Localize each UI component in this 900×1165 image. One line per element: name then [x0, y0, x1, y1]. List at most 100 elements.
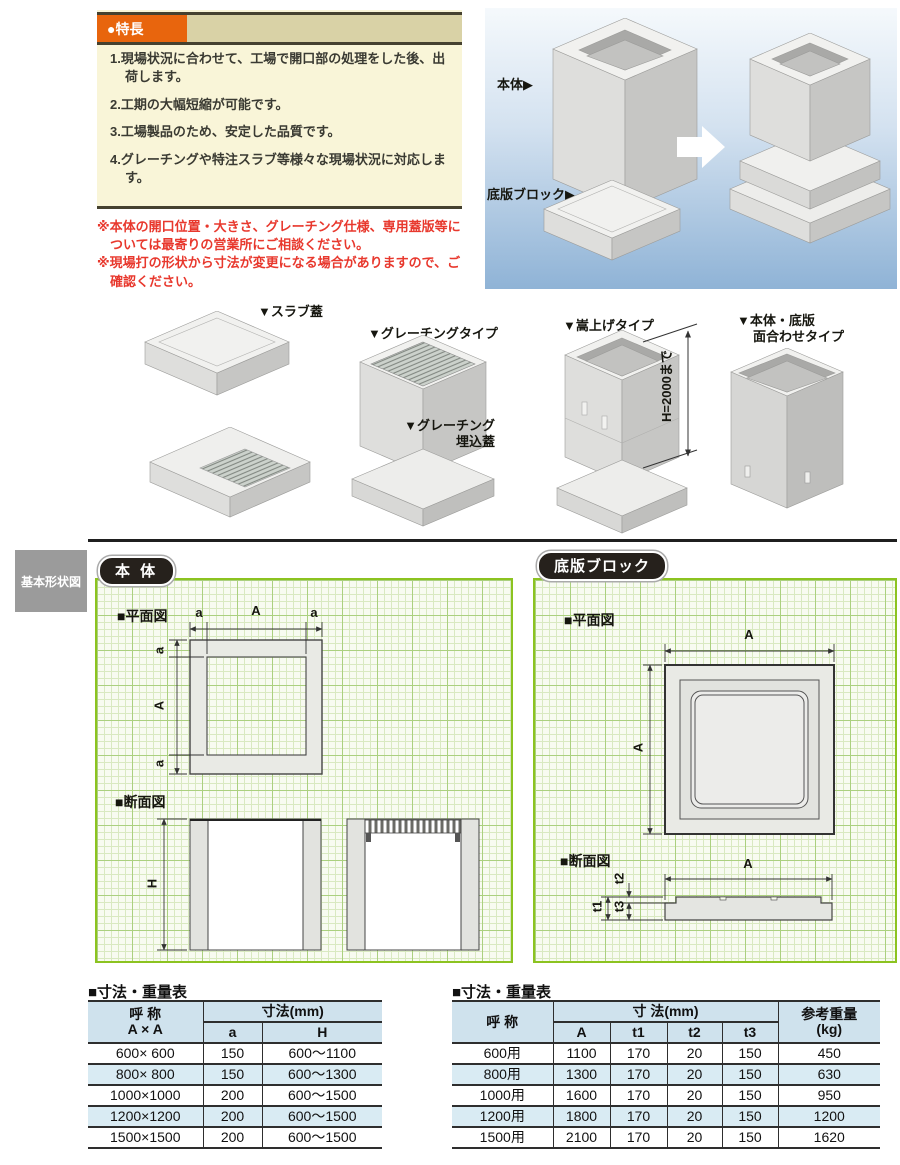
variant-flush-illustration: [730, 348, 844, 509]
dim-label-a: a: [195, 605, 203, 620]
hero-panel: 本体▶ 底版ブロック▶: [485, 8, 897, 289]
cell-t3: 150: [721, 1063, 779, 1086]
cell-A: 2100: [552, 1126, 611, 1149]
table-row: 800用 1300 170 20 150 630: [452, 1063, 880, 1086]
cell-name: 800用: [452, 1063, 554, 1086]
hero-body-label: 本体▶: [497, 77, 533, 92]
dim-label-A: A: [251, 603, 261, 618]
raised-height-label: H=2000まで: [659, 350, 674, 422]
cell-a: 200: [202, 1126, 263, 1149]
panel-base-diagram: [601, 644, 835, 921]
cell-weight: 1620: [777, 1126, 880, 1149]
panel-base-title-pill: 底版ブロック: [537, 551, 668, 581]
col-header-t2: t2: [666, 1021, 723, 1044]
variant-grating-type-label: ▼グレーチングタイプ: [368, 326, 498, 341]
cell-a: 150: [202, 1063, 263, 1086]
note-line: ※現場打の形状から寸法が変更になる場合がありますので、ご確認ください。: [97, 255, 461, 289]
cell-A: 1600: [552, 1084, 611, 1107]
cell-H: 600〜1500: [261, 1084, 382, 1107]
col-header-a: a: [202, 1021, 263, 1044]
feature-item: 4.グレーチングや特注スラブ等様々な現場状況に対応します。: [110, 151, 446, 186]
col-header-name: 呼 称: [452, 1000, 554, 1044]
cell-t3: 150: [721, 1084, 779, 1107]
cell-weight: 1200: [777, 1105, 880, 1128]
variant-grating-embedded-label: ▼グレーチング: [404, 418, 495, 433]
cell-t2: 20: [666, 1126, 723, 1149]
dim-label-A: A: [151, 700, 167, 711]
feature-item: 3.工場製品のため、安定した品質です。: [110, 124, 341, 140]
cell-H: 600〜1300: [261, 1063, 382, 1086]
cell-a: 200: [202, 1084, 263, 1107]
dim-label-a: a: [151, 759, 167, 768]
variant-grating-type-illustration: [351, 335, 495, 527]
col-header-dim: 寸 法(mm): [552, 1000, 779, 1023]
cell-name: 1500×1500: [88, 1126, 204, 1149]
dimension-table-body: ■寸法・重量表 呼 称 A × A 寸法(mm) a H 600× 600 15…: [88, 981, 382, 1149]
variant-slab-cover-label: ▼スラブ蓋: [258, 304, 323, 319]
cell-t1: 170: [609, 1084, 668, 1107]
features-title: ●特長: [97, 15, 187, 42]
table-row: 1500×1500 200 600〜1500: [88, 1126, 382, 1149]
table-row: 800× 800 150 600〜1300: [88, 1063, 382, 1086]
table-row: 1000×1000 200 600〜1500: [88, 1084, 382, 1107]
cell-weight: 450: [777, 1042, 880, 1065]
table-row: 600× 600 150 600〜1100: [88, 1042, 382, 1065]
features-list: 1.現場状況に合わせて、工場で開口部の処理をした後、出荷します。 2.工期の大幅…: [97, 50, 462, 197]
cell-t2: 20: [666, 1105, 723, 1128]
features-box: ●特長 1.現場状況に合わせて、工場で開口部の処理をした後、出荷します。 2.工…: [97, 10, 462, 209]
dim-label-H: H: [144, 878, 160, 889]
cell-name: 1500用: [452, 1126, 554, 1149]
dim-label-t3: t3: [611, 900, 627, 913]
feature-item: 1.現場状況に合わせて、工場で開口部の処理をした後、出荷します。: [110, 51, 446, 85]
cell-name: 1200×1200: [88, 1105, 204, 1128]
section-view-label: ■断面図: [560, 853, 611, 869]
feature-item: 2.工期の大幅短縮が可能です。: [110, 96, 289, 112]
header-name-line2: A × A: [127, 1021, 163, 1037]
cell-A: 1800: [552, 1105, 611, 1128]
hero-body-illustration: [552, 18, 698, 211]
variant-raised-illustration: [556, 330, 688, 534]
cell-t1: 170: [609, 1063, 668, 1086]
panel-body-diagram: [157, 622, 480, 951]
cell-t3: 150: [721, 1042, 779, 1065]
variant-slab-cover-illustration: [144, 311, 290, 396]
table-title: ■寸法・重量表: [452, 984, 552, 1001]
dim-label-A: A: [630, 742, 646, 753]
section-view-label: ■断面図: [115, 794, 166, 810]
cell-A: 1300: [552, 1063, 611, 1086]
raised-height-dimension: [642, 323, 698, 469]
cell-t3: 150: [721, 1105, 779, 1128]
cell-t2: 20: [666, 1063, 723, 1086]
cell-a: 200: [202, 1105, 263, 1128]
col-header-dim: 寸法(mm): [202, 1000, 382, 1023]
note-line: ※本体の開口位置・大きさ、グレーチング仕様、専用蓋版等については最寄りの営業所に…: [97, 219, 461, 253]
dim-label-t2: t2: [611, 872, 627, 885]
cell-H: 600〜1500: [261, 1105, 382, 1128]
cell-a: 150: [202, 1042, 263, 1065]
col-header-t3: t3: [721, 1021, 779, 1044]
col-header-name: 呼 称 A × A: [88, 1000, 204, 1044]
cell-weight: 950: [777, 1084, 880, 1107]
base-size-table: 呼 称 寸 法(mm) 参考重量 (kg) A t1 t2 t3 600用 11…: [452, 1000, 880, 1149]
cell-name: 1000×1000: [88, 1084, 204, 1107]
table-title: ■寸法・重量表: [88, 984, 188, 1001]
col-header-weight: 参考重量 (kg): [777, 1000, 880, 1044]
header-weight-line1: 参考重量: [801, 1006, 858, 1022]
cell-t3: 150: [721, 1126, 779, 1149]
variants-band: ▼スラブ蓋 ▼グレーチングタイプ ▼グレーチング 埋込蓋: [0, 295, 900, 541]
cell-name: 600× 600: [88, 1042, 204, 1065]
body-size-table: 呼 称 A × A 寸法(mm) a H 600× 600 150 600〜11…: [88, 1000, 382, 1149]
variant-flush-label2: 面合わせタイプ: [753, 329, 845, 344]
variant-flush-label: ▼本体・底版: [737, 313, 815, 328]
cell-name: 1200用: [452, 1105, 554, 1128]
variant-grating-embedded-label2: 埋込蓋: [455, 434, 495, 449]
cell-t1: 170: [609, 1042, 668, 1065]
cell-H: 600〜1100: [261, 1042, 382, 1065]
cell-t2: 20: [666, 1042, 723, 1065]
plan-view-label: ■平面図: [564, 612, 615, 628]
hero-assembled-illustration: [729, 33, 891, 244]
plan-view-label: ■平面図: [117, 608, 168, 624]
table-row: 1200用 1800 170 20 150 1200: [452, 1105, 880, 1128]
table-row: 600用 1100 170 20 150 450: [452, 1042, 880, 1065]
